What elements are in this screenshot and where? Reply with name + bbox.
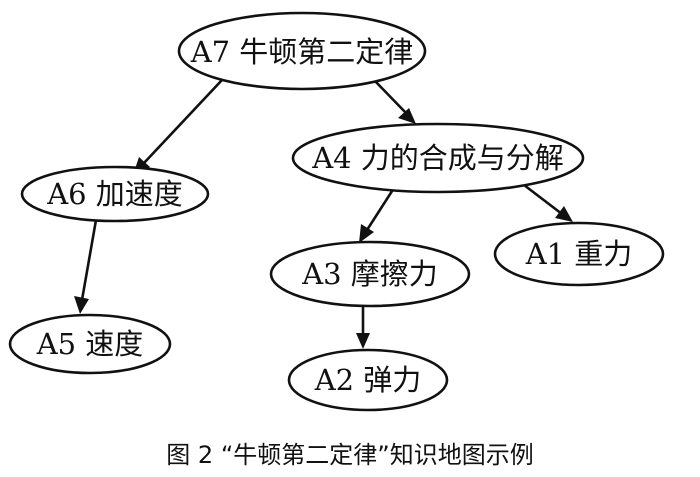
- node-a3-ellipse: [269, 240, 471, 308]
- node-a3: A3 摩擦力: [269, 240, 471, 308]
- node-a1-ellipse: [493, 221, 665, 287]
- edge-a7-a4: [374, 80, 407, 114]
- node-a7-ellipse: [177, 11, 427, 91]
- arrowhead-a4-a1: [555, 206, 573, 222]
- node-a1-label: A1 重力: [525, 237, 633, 271]
- edge-a4-a3: [365, 187, 396, 231]
- diagram-edges: [74, 79, 573, 349]
- node-a6: A6 加速度: [20, 165, 210, 223]
- edge-a6-a5: [80, 219, 98, 301]
- arrowhead-a3-a2: [356, 333, 370, 349]
- arrowhead-a4-a3: [359, 224, 374, 243]
- edge-a7-a6: [143, 79, 223, 164]
- node-a5-label: A5 速度: [36, 327, 144, 361]
- node-a2-label: A2 弹力: [314, 363, 422, 397]
- node-a6-ellipse: [20, 165, 210, 223]
- node-a4: A4 力的合成与分解: [291, 122, 585, 194]
- node-a5-ellipse: [8, 313, 172, 375]
- node-a3-label: A3 摩擦力: [301, 257, 438, 291]
- node-a2: A2 弹力: [287, 348, 449, 412]
- node-a1: A1 重力: [493, 221, 665, 287]
- arrowhead-a6-a5: [74, 296, 89, 314]
- node-a5: A5 速度: [8, 313, 172, 375]
- node-a4-ellipse: [291, 122, 585, 194]
- edge-a4-a1: [523, 183, 563, 216]
- node-a7: A7 牛顿第二定律: [177, 11, 427, 91]
- node-a2-ellipse: [287, 348, 449, 412]
- diagram-nodes: A7 牛顿第二定律 A6 加速度 A4 力的合成与分解 A5 速度 A3 摩擦力…: [8, 11, 665, 412]
- figure-caption: 图 2 “牛顿第二定律”知识地图示例: [166, 441, 534, 469]
- node-a7-label: A7 牛顿第二定律: [190, 35, 414, 69]
- node-a6-label: A6 加速度: [46, 177, 183, 211]
- node-a4-label: A4 力的合成与分解: [311, 141, 564, 175]
- arrowhead-a7-a4: [398, 108, 416, 124]
